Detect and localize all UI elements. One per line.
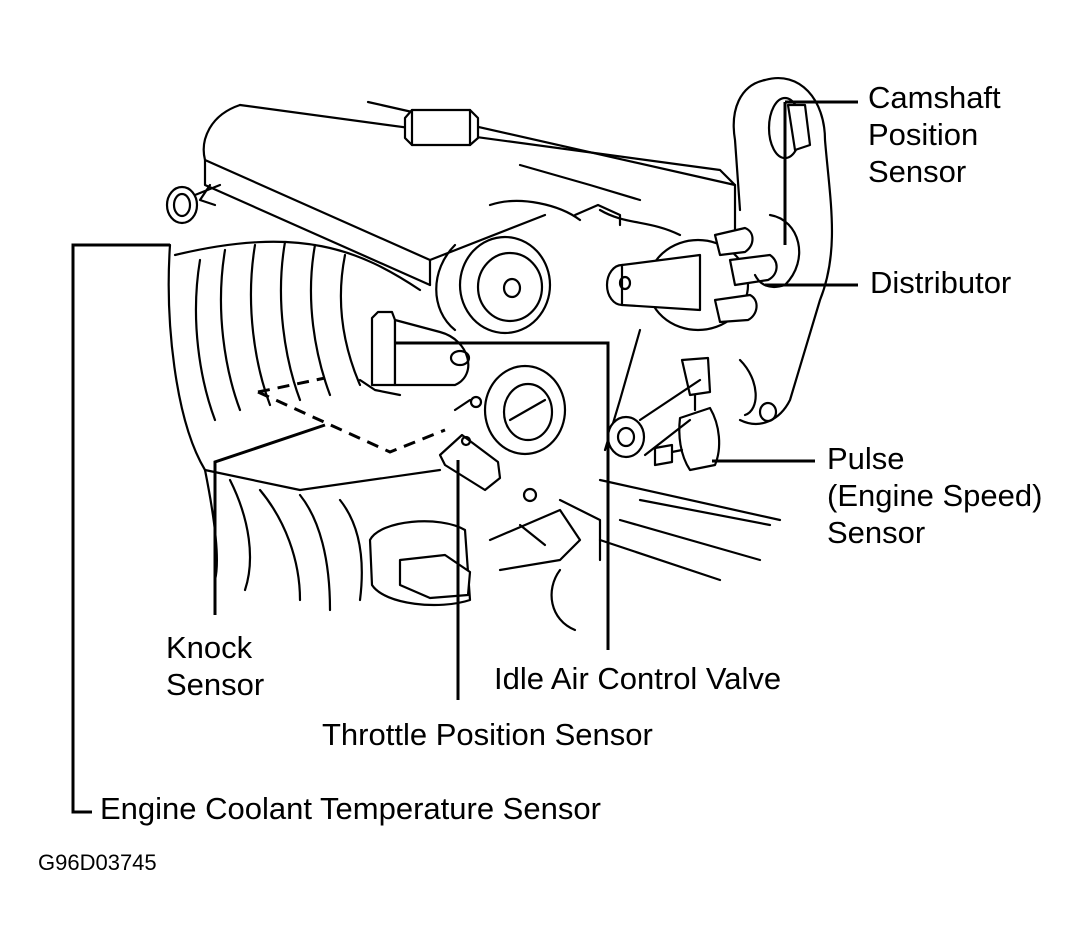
knock-label: Knock Sensor <box>166 629 264 703</box>
distributor-label: Distributor <box>870 265 1012 300</box>
distributor-body <box>573 203 778 452</box>
knock-dash <box>257 376 446 454</box>
iac-valve-body <box>358 310 471 397</box>
pulse-label-line-3: Sensor <box>827 515 926 550</box>
pulse-sensor-body <box>653 356 721 472</box>
camshaft-label-line-3: Sensor <box>868 154 967 189</box>
knock-label-line-2: Sensor <box>166 667 265 702</box>
ect-label: Engine Coolant Temperature Sensor <box>100 791 601 826</box>
throttle-body <box>453 364 567 456</box>
lower-hoses <box>368 508 582 632</box>
pulse-label-line-2: (Engine Speed) <box>827 478 1043 513</box>
camshaft-leader <box>783 100 858 245</box>
leader-lines <box>71 100 858 814</box>
valve-cover <box>198 100 737 287</box>
tps-body <box>438 433 502 492</box>
bracket-arm <box>522 378 702 503</box>
figure-code: G96D03745 <box>38 850 157 875</box>
camshaft-label-line-1: Camshaft <box>868 80 1001 115</box>
oil-filler-cap <box>403 108 480 147</box>
pulley <box>435 199 582 335</box>
iacv-label: Idle Air Control Valve <box>494 661 782 696</box>
pulse-label-line-1: Pulse <box>827 441 905 476</box>
camshaft-label: Camshaft Position Sensor <box>868 79 1001 190</box>
tps-label: Throttle Position Sensor <box>322 717 653 752</box>
engine-block <box>258 478 782 612</box>
timing-cover <box>732 77 834 425</box>
ect-leader <box>71 243 170 814</box>
camshaft-label-line-2: Position <box>868 117 979 152</box>
knock-leader <box>213 423 326 615</box>
knock-label-line-1: Knock <box>166 630 253 665</box>
pulse-label: Pulse (Engine Speed) Sensor <box>827 440 1042 551</box>
iacv-leader <box>395 341 610 650</box>
